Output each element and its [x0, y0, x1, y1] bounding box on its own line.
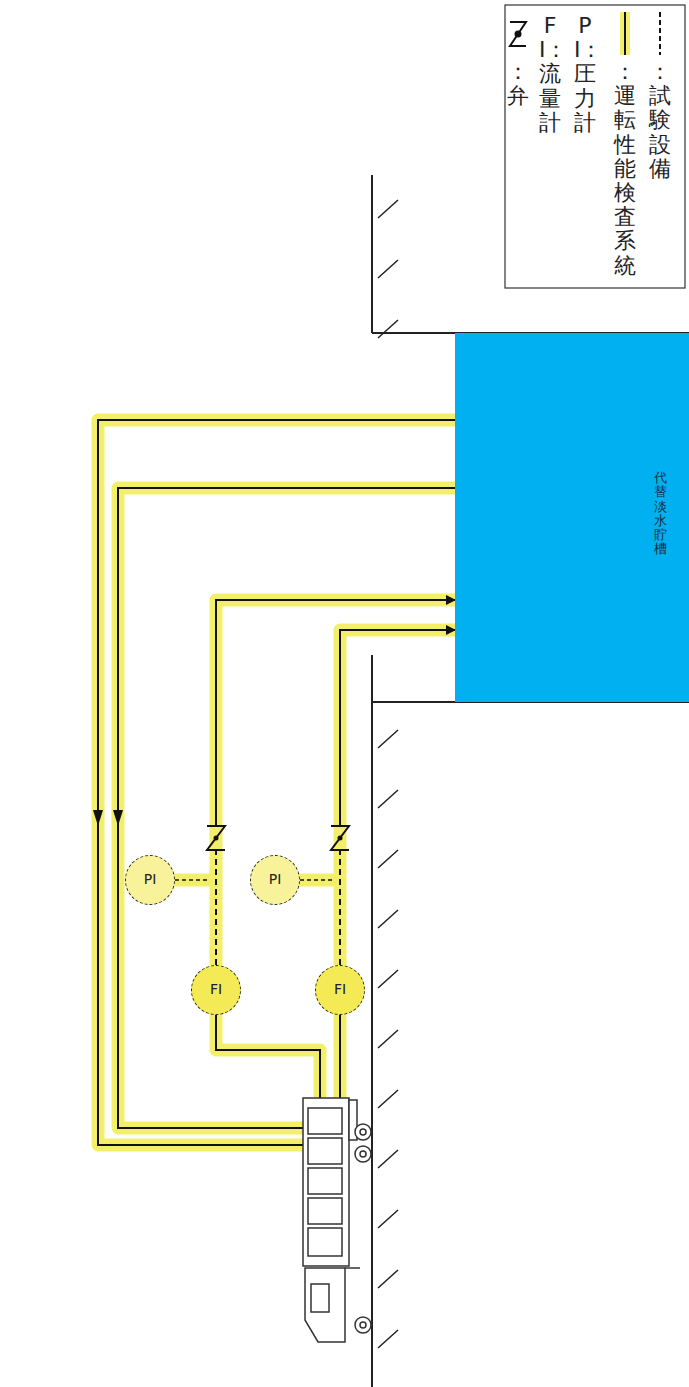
- instrument-tag: PI: [143, 872, 157, 887]
- instrument-tag: PI: [268, 872, 282, 887]
- legend-text: PI：圧力計: [574, 14, 596, 135]
- discharge-pipe: [331, 630, 455, 965]
- discharge-pipe: [207, 600, 455, 965]
- legend-text: FI：流量計: [539, 14, 561, 135]
- legend-sample-highlight: [620, 12, 630, 55]
- ground-line: [372, 175, 689, 1387]
- legend-frame: [505, 5, 685, 288]
- instrument-circle: FI: [191, 965, 241, 1015]
- legend-text: ：試験設備: [649, 60, 671, 181]
- flow-arrow: [93, 810, 123, 826]
- legend-sample-line: [624, 12, 626, 55]
- instrument-circle: PI: [125, 855, 175, 905]
- instrument-circle: FI: [315, 965, 365, 1015]
- water-tank: 代替淡水貯槽: [455, 333, 689, 702]
- legend-sample-dashed: [659, 12, 661, 55]
- instrument-circle: PI: [250, 855, 300, 905]
- instrument-tag: FI: [209, 982, 223, 997]
- legend-text: ：弁: [507, 60, 529, 108]
- instrument-tag: FI: [333, 982, 347, 997]
- tank-label: 代替淡水貯槽: [654, 471, 667, 557]
- ground-hatching: [378, 200, 398, 1348]
- legend-text: ：運転性能検査系統: [614, 60, 636, 278]
- pump-truck: [303, 1098, 371, 1342]
- legend-valve-symbol: [510, 22, 526, 46]
